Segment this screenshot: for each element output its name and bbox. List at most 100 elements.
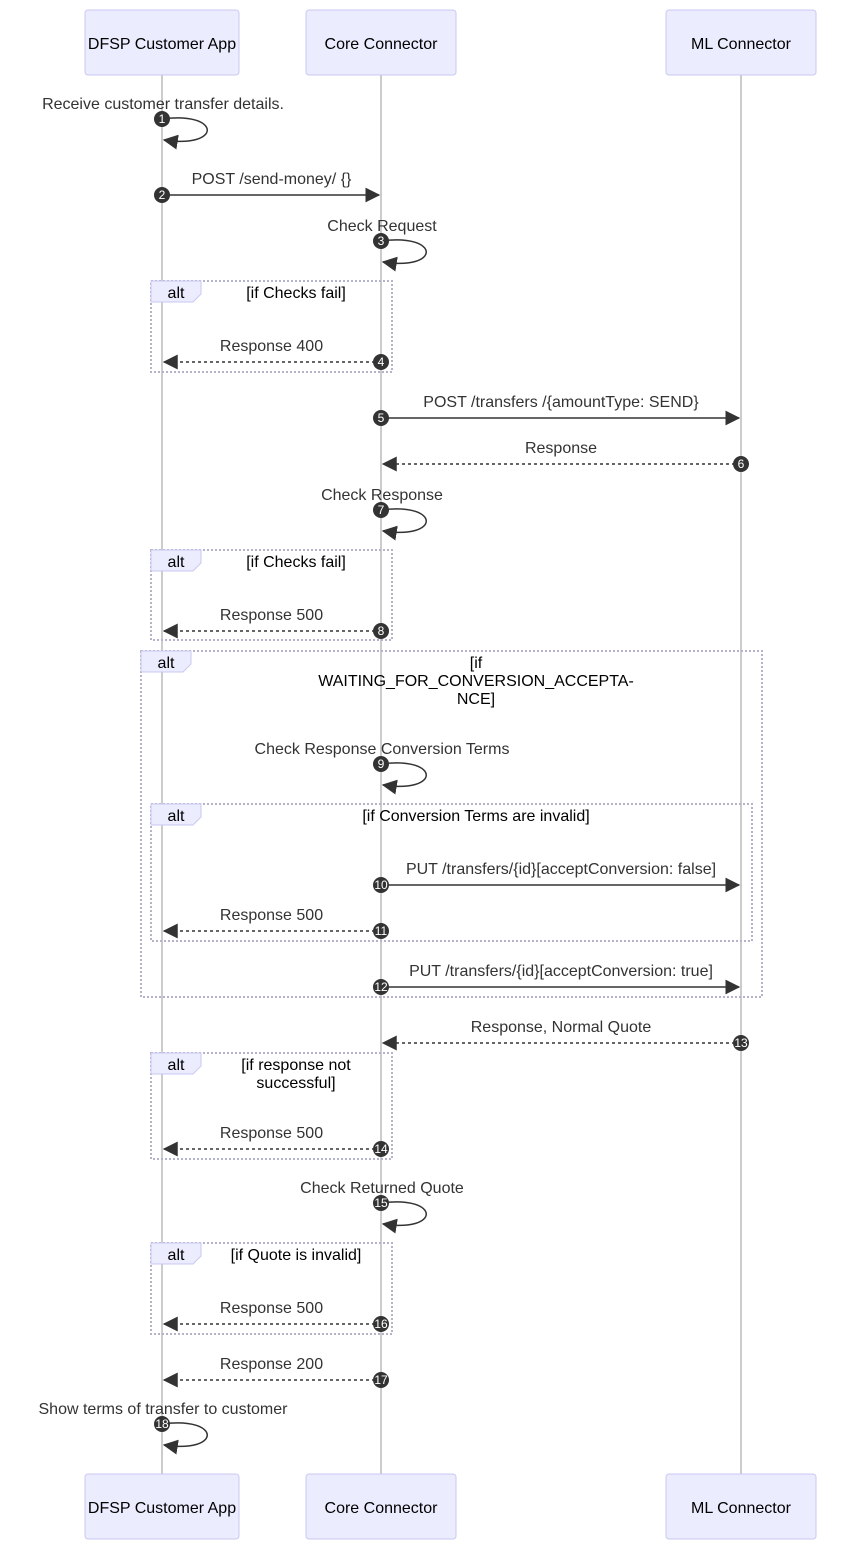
sequence-number-badge xyxy=(373,1316,389,1332)
alt-frame: alt[ifWAITING_FOR_CONVERSION_ACCEPTA-NCE… xyxy=(140,650,763,998)
message-16: Response 500 16 xyxy=(162,1300,389,1332)
message-label: Response 500 xyxy=(220,907,323,924)
message-1: Receive customer transfer details.1 xyxy=(42,96,284,150)
sequence-number: 5 xyxy=(378,411,385,425)
sequence-number-badge xyxy=(733,456,749,472)
actor-bottom-core: Core Connector xyxy=(305,1473,457,1540)
frame-condition: [if response not xyxy=(241,1057,351,1074)
sequence-number-badge xyxy=(154,111,170,127)
sequence-number: 18 xyxy=(155,1417,169,1431)
self-loop-arrow xyxy=(380,1201,427,1234)
frame-border xyxy=(140,650,763,998)
message-label: Check Response Conversion Terms xyxy=(255,741,510,758)
sequence-number: 4 xyxy=(378,355,385,369)
sequence-number-badge xyxy=(154,1416,170,1432)
sequence-number: 10 xyxy=(374,878,388,892)
frame-condition: NCE] xyxy=(457,691,495,708)
frames-layer: alt[if Checks fail]alt[if Checks fail]al… xyxy=(140,280,763,1335)
sequence-number: 13 xyxy=(734,1036,748,1050)
message-label: Receive customer transfer details. xyxy=(42,96,284,113)
sequence-number: 17 xyxy=(374,1373,388,1387)
sequence-number-badge xyxy=(373,1141,389,1157)
frame-border xyxy=(150,280,393,373)
actor-label: DFSP Customer App xyxy=(88,1500,236,1517)
actor-top-app: DFSP Customer App xyxy=(84,9,240,76)
actor-top-core: Core Connector xyxy=(305,9,457,76)
message-label: Response 200 xyxy=(220,1356,323,1373)
frame-kind-label: alt xyxy=(168,285,185,302)
actor-bottom-ml: ML Connector xyxy=(665,1473,817,1540)
frame-kind-label: alt xyxy=(168,1247,185,1264)
message-label: PUT /transfers/{id}[acceptConversion: tr… xyxy=(409,963,713,980)
sequence-number: 9 xyxy=(378,757,385,771)
sequence-number-badge xyxy=(373,410,389,426)
frame-tab xyxy=(150,280,202,303)
frame-tab xyxy=(150,549,202,572)
frame-condition: successful] xyxy=(256,1075,335,1092)
sequence-number: 2 xyxy=(159,188,166,202)
actor-label: DFSP Customer App xyxy=(88,36,236,53)
self-loop-arrow xyxy=(380,239,427,272)
actor-label: ML Connector xyxy=(691,1500,792,1517)
frame-kind-label: alt xyxy=(168,554,185,571)
frame-kind-label: alt xyxy=(168,808,185,825)
message-17: Response 200 17 xyxy=(162,1356,389,1388)
actor-label: Core Connector xyxy=(325,1500,439,1517)
sequence-number: 15 xyxy=(374,1196,388,1210)
sequence-number-badge xyxy=(373,979,389,995)
sequence-number: 3 xyxy=(378,234,385,248)
actor-top-ml: ML Connector xyxy=(665,9,817,76)
sequence-number: 14 xyxy=(374,1142,388,1156)
sequence-number: 8 xyxy=(378,624,385,638)
frame-border xyxy=(150,803,753,942)
message-label: POST /transfers /{amountType: SEND} xyxy=(423,394,699,411)
message-13: Response, Normal Quote 13 xyxy=(381,1019,749,1051)
frame-border xyxy=(150,1052,393,1160)
actor-bottom-app: DFSP Customer App xyxy=(84,1473,240,1540)
frame-condition: WAITING_FOR_CONVERSION_ACCEPTA- xyxy=(318,673,634,690)
frame-condition: [if Checks fail] xyxy=(246,554,346,571)
sequence-number-badge xyxy=(373,1372,389,1388)
message-label: Response 500 xyxy=(220,1300,323,1317)
sequence-number-badge xyxy=(373,923,389,939)
message-label: Show terms of transfer to customer xyxy=(39,1401,289,1418)
message-10: PUT /transfers/{id}[acceptConversion: fa… xyxy=(373,861,741,893)
message-12: PUT /transfers/{id}[acceptConversion: tr… xyxy=(373,963,741,995)
frame-tab xyxy=(150,1052,202,1075)
sequence-number-badge xyxy=(373,233,389,249)
sequence-number-badge xyxy=(373,877,389,893)
message-label: Check Returned Quote xyxy=(300,1180,464,1197)
frame-tab xyxy=(150,1242,202,1265)
message-label: Check Request xyxy=(327,218,437,235)
self-loop-arrow xyxy=(161,117,208,150)
sequence-number-badge xyxy=(373,354,389,370)
message-label: Response, Normal Quote xyxy=(471,1019,652,1036)
sequence-number-badge xyxy=(154,187,170,203)
frame-border xyxy=(150,1242,393,1335)
frame-condition: [if Conversion Terms are invalid] xyxy=(362,808,589,825)
sequence-number: 11 xyxy=(375,924,388,938)
message-label: PUT /transfers/{id}[acceptConversion: fa… xyxy=(406,861,716,878)
frame-condition: [if Quote is invalid] xyxy=(231,1247,362,1264)
frame-border xyxy=(150,549,393,641)
message-2: POST /send-money/ {} 2 xyxy=(154,171,381,203)
sequence-number: 16 xyxy=(374,1317,388,1331)
frame-condition: [if Checks fail] xyxy=(246,285,346,302)
sequence-number: 12 xyxy=(374,980,388,994)
alt-frame: alt [if Checks fail] xyxy=(150,549,393,641)
frame-tab xyxy=(140,650,192,673)
message-label: Check Response xyxy=(321,487,443,504)
sequence-number: 6 xyxy=(738,457,745,471)
actor-label: Core Connector xyxy=(325,36,439,53)
frame-kind-label: alt xyxy=(158,655,175,672)
message-label: POST /send-money/ {} xyxy=(192,171,352,188)
